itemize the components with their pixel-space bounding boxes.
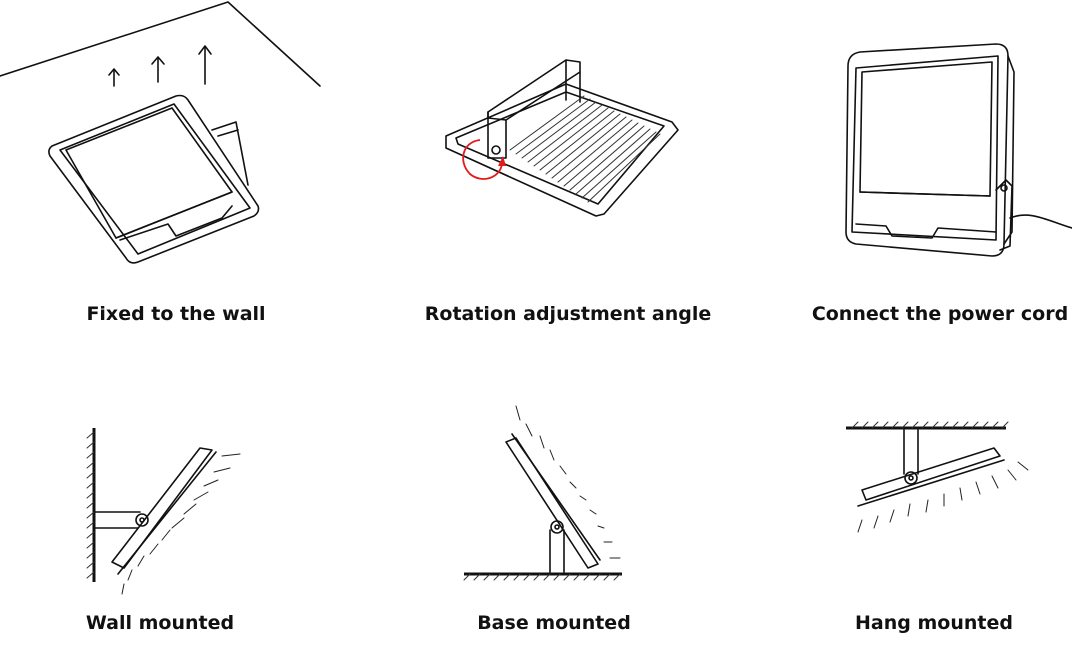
pivot-knob (491, 145, 501, 155)
mounting-bracket (995, 179, 1013, 251)
up-arrow-icon (151, 56, 165, 83)
step-label-rotation-adjustment: Rotation adjustment angle (424, 303, 712, 325)
pivot-joint (904, 471, 918, 485)
ground-hatching (463, 573, 621, 581)
up-arrow-icon (198, 45, 212, 85)
floodlight-body (861, 447, 1001, 501)
mode-label-wall-mounted: Wall mounted (85, 612, 235, 634)
rotation-adjustment-illustration (445, 59, 679, 217)
up-arrow-icon (108, 68, 120, 87)
power-cord (1009, 214, 1072, 229)
pivot-joint (135, 513, 149, 527)
step-label-connect-power-cord: Connect the power cord (811, 303, 1069, 325)
hang-mounted-illustration (846, 421, 1029, 533)
hanging-bracket (903, 429, 919, 475)
floodlight-body (111, 447, 213, 569)
rotation-arrow-icon (462, 139, 506, 180)
wall-mounted-illustration (86, 428, 241, 595)
floodlight-housing-back (445, 83, 679, 217)
floodlight-housing (48, 94, 260, 264)
heat-sink-fins (509, 95, 661, 203)
mode-label-base-mounted: Base mounted (477, 612, 631, 634)
light-rays (857, 461, 1029, 533)
step-label-fixed-to-wall: Fixed to the wall (86, 303, 266, 325)
wall-outline (0, 1, 321, 87)
mounting-bracket (211, 121, 249, 186)
mode-label-hang-mounted: Hang mounted (855, 612, 1013, 634)
ceiling-hatching (851, 421, 1009, 429)
wall-bracket (94, 511, 141, 529)
base-bracket (549, 529, 565, 573)
light-rays (515, 405, 621, 559)
floodlight-body (505, 437, 599, 569)
power-cord-illustration (845, 43, 1072, 257)
light-rays (121, 453, 241, 595)
floodlight-lens (859, 61, 993, 197)
wall-hatching (86, 431, 95, 579)
base-mounted-illustration (463, 405, 622, 581)
fixed-to-wall-illustration (0, 1, 321, 264)
